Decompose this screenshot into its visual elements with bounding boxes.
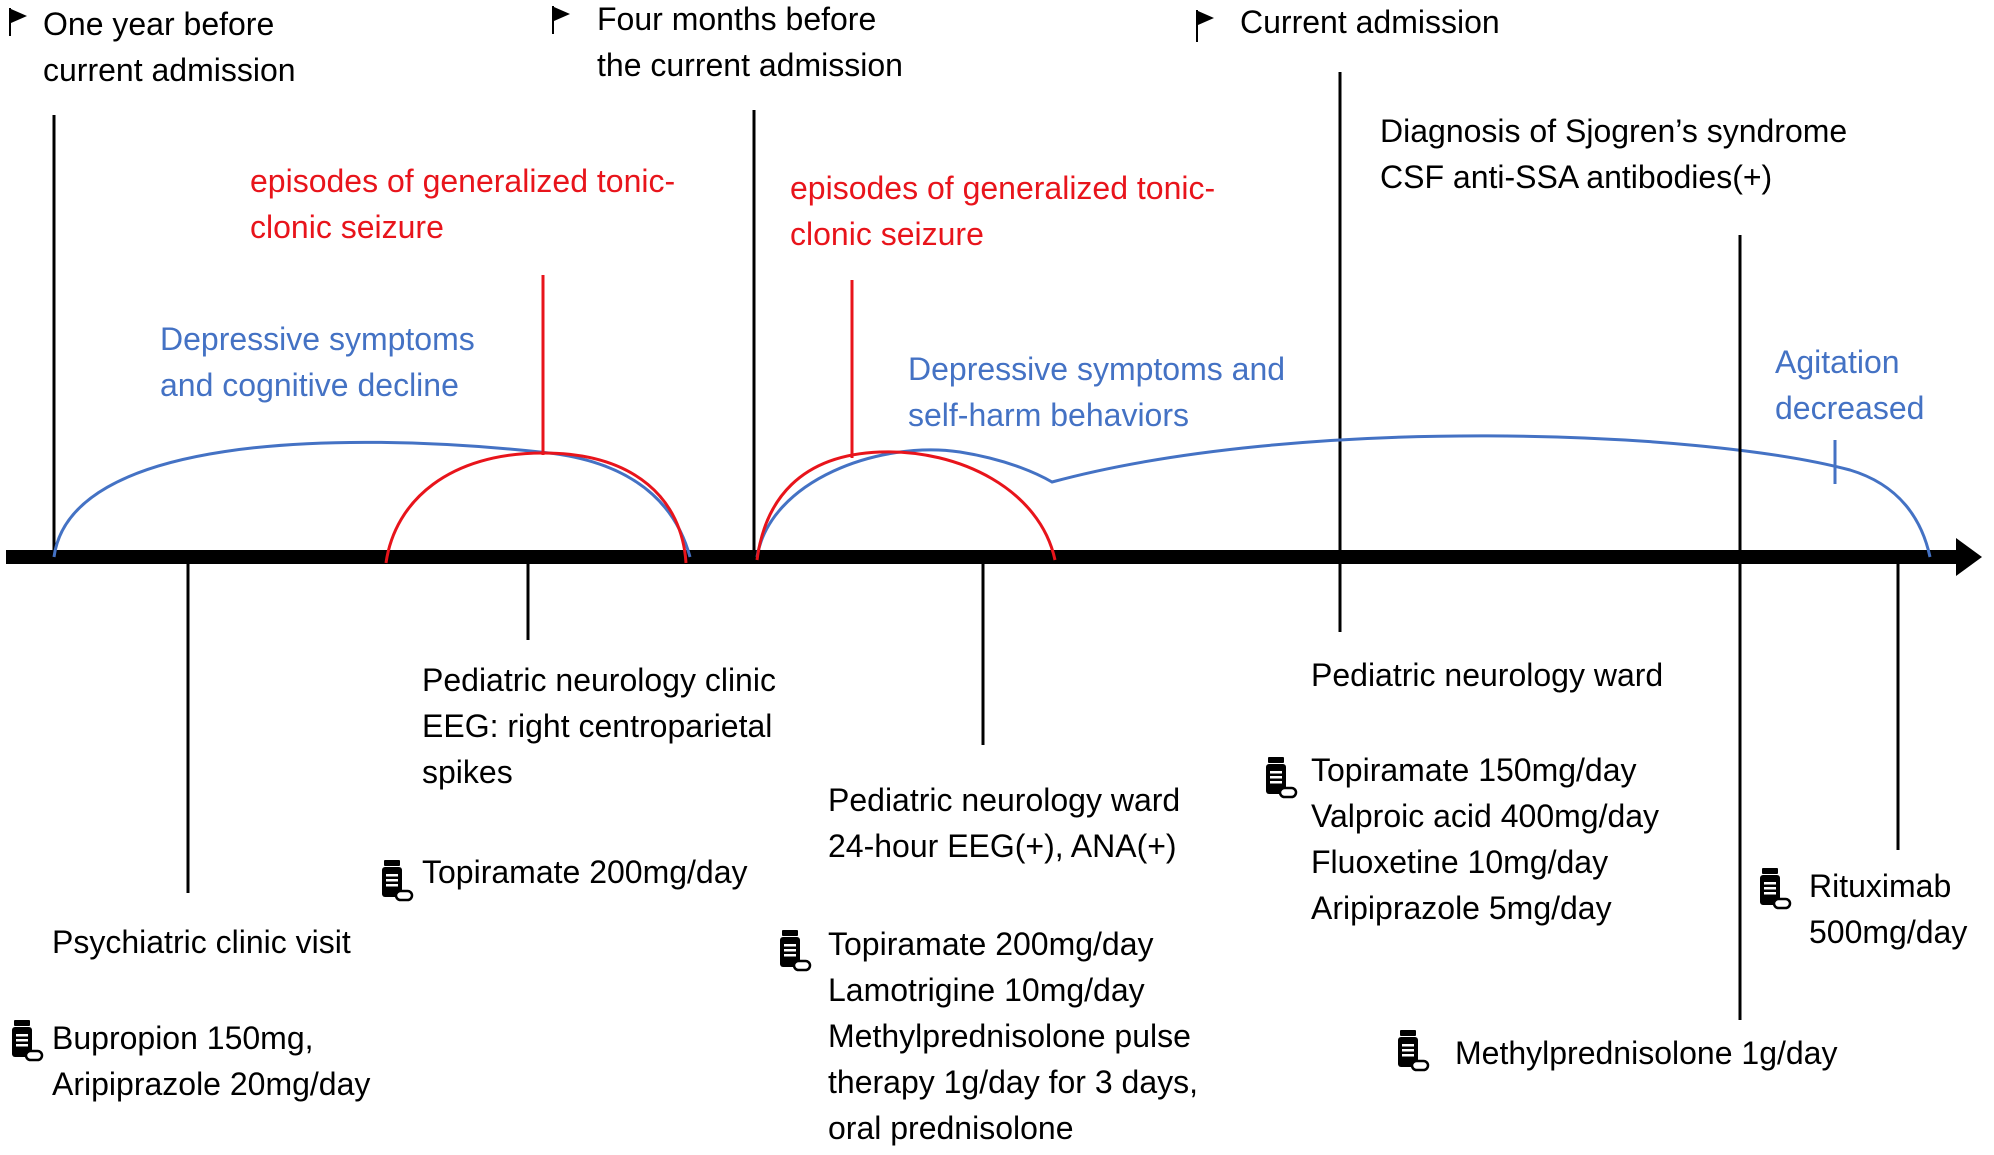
event-psychiatric-clinic: Psychiatric clinic visit Bupropion 150mg… <box>12 924 370 1102</box>
medication-list: Bupropion 150mg, Aripiprazole 20mg/day <box>52 1020 370 1102</box>
event-neuro-clinic: Pediatric neurology clinic EEG: right ce… <box>382 662 785 902</box>
milestone-label: Current admission <box>1240 4 1500 40</box>
seizure-arc-2 <box>755 450 1057 561</box>
event-rituximab: Rituximab 500mg/day <box>1760 868 1967 950</box>
medication-icon <box>12 1020 44 1062</box>
event-title: Pediatric neurology ward 24-hour EEG(+),… <box>828 782 1189 864</box>
milestone-label: Four months before the current admission <box>597 1 903 83</box>
symptom-arc-depression-selfharm <box>755 434 1932 558</box>
symptom-label-depression-selfharm: Depressive symptoms and self-harm behavi… <box>908 351 1294 433</box>
symptom-arc-depression-cognitive <box>52 440 692 558</box>
flag-icon <box>1196 10 1214 42</box>
diagnosis-label: Diagnosis of Sjogren’s syndrome CSF anti… <box>1380 113 1856 195</box>
milestone-four-months-before: Four months before the current admission <box>552 1 903 557</box>
medication-list: Methylprednisolone 1g/day <box>1455 1035 1837 1071</box>
medication-list: Rituximab 500mg/day <box>1809 868 1967 950</box>
milestone-current-admission: Current admission <box>1196 4 1500 632</box>
timeline-arrowhead <box>1956 538 1982 576</box>
medication-list: Topiramate 200mg/day Lamotrigine 10mg/da… <box>828 926 1207 1146</box>
seizure-label-1: episodes of generalized tonic- clonic se… <box>250 163 684 245</box>
medication-icon <box>1398 1030 1430 1072</box>
medication-icon <box>1266 757 1298 799</box>
medication-icon <box>382 860 414 902</box>
event-title: Pediatric neurology clinic EEG: right ce… <box>422 662 785 790</box>
flag-icon <box>552 6 570 34</box>
seizure-label-2: episodes of generalized tonic- clonic se… <box>790 170 1224 252</box>
medication-list: Topiramate 200mg/day <box>422 854 748 890</box>
event-methylprednisolone: Methylprednisolone 1g/day <box>1398 1030 1837 1072</box>
event-neuro-ward-1: Pediatric neurology ward 24-hour EEG(+),… <box>780 782 1207 1146</box>
symptom-label-agitation: Agitation decreased <box>1775 344 1924 426</box>
milestone-one-year-before: One year before current admission <box>9 6 296 557</box>
event-neuro-ward-2: Pediatric neurology ward Topiramate 150m… <box>1266 657 1668 926</box>
seizure-arc-1 <box>384 451 688 564</box>
medication-list: Topiramate 150mg/day Valproic acid 400mg… <box>1311 752 1668 926</box>
flag-icon <box>9 8 27 36</box>
event-title: Psychiatric clinic visit <box>52 924 351 960</box>
event-title: Pediatric neurology ward <box>1311 657 1663 693</box>
symptom-label-depression-cognitive: Depressive symptoms and cognitive declin… <box>160 321 484 403</box>
milestone-label: One year before current admission <box>43 6 296 88</box>
medication-icon <box>1760 868 1792 910</box>
medication-icon <box>780 930 812 972</box>
